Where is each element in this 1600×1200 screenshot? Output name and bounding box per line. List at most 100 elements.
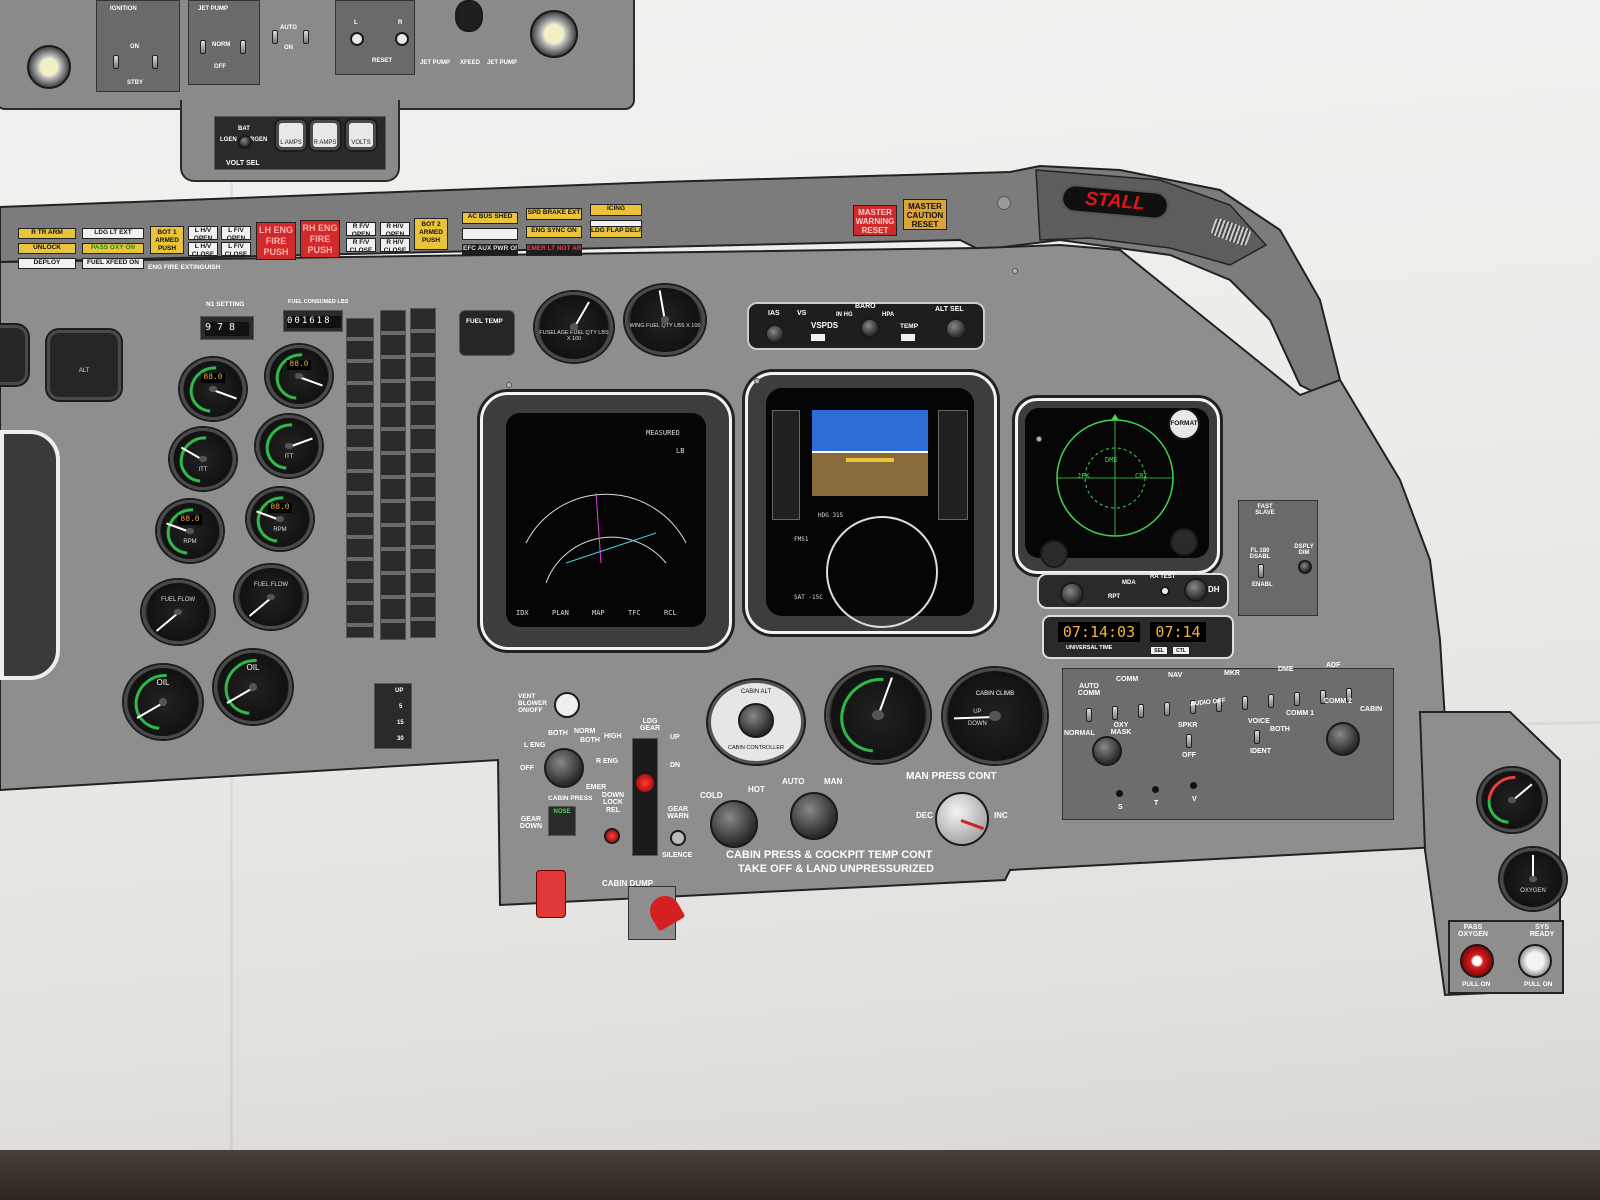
voice-label: VOICE [1248, 718, 1270, 725]
man-press-cont-label: MAN PRESS CONT [906, 771, 997, 782]
comm-selector-knob[interactable] [1326, 722, 1360, 756]
rmi-left-knob[interactable] [1040, 540, 1068, 568]
landing-gear-handle[interactable] [634, 772, 656, 794]
audio-switch-4[interactable] [1164, 702, 1170, 716]
ias-vs-knob[interactable] [765, 324, 785, 344]
audio-switch-9[interactable] [1294, 692, 1300, 706]
audio-switch-8[interactable] [1268, 694, 1274, 708]
rf-open-annunciator: R F/V OPEN [346, 222, 376, 236]
pass-oxygen-label: PASS OXYGEN [1458, 924, 1488, 939]
temp-button[interactable] [900, 333, 916, 342]
ias-label: IAS [768, 310, 780, 317]
jet-pump-left-label: JET PUMP [420, 60, 451, 66]
ignition-switch-left[interactable] [113, 55, 119, 69]
mfd-tab-tfc[interactable]: TFC [628, 609, 641, 617]
master-caution-reset-button[interactable]: MASTER CAUTION RESET [903, 199, 947, 230]
audio-adf-label: ADF [1326, 662, 1341, 669]
display-dim-knob[interactable] [1298, 560, 1312, 574]
sys-ready-pull-handle[interactable] [1518, 944, 1552, 978]
nose-label: NOSE [553, 809, 571, 815]
cabin-press-footer-1: CABIN PRESS & COCKPIT TEMP CONT [726, 849, 933, 861]
flaps-15-label: 15 [397, 720, 404, 726]
right-side-gauge [1478, 766, 1546, 834]
audio-dme-label: DME [1278, 666, 1294, 673]
audio-switch-11[interactable] [1346, 688, 1352, 702]
clock-ctl-button[interactable]: CTL [1172, 646, 1190, 655]
alt-sel-knob[interactable] [945, 318, 967, 340]
xfeed-selector-knob[interactable] [455, 0, 483, 32]
gear-warn-silence-button[interactable] [670, 830, 686, 846]
pass-oxygen-pull-on-label: PULL ON [1462, 981, 1491, 988]
bot1-armed-push-button[interactable]: BOT 1 ARMED PUSH [150, 226, 184, 254]
spkr-switch[interactable] [1186, 734, 1192, 748]
rmi-jfk-label: JFK [1077, 472, 1090, 480]
ignition-stby-label: STBY [127, 80, 144, 86]
voice-ident-switch[interactable] [1254, 730, 1260, 744]
volt-sel-knob[interactable] [238, 135, 252, 149]
panel-screw-4 [1012, 268, 1018, 274]
cabin-press-footer-2: TAKE OFF & LAND UNPRESSURIZED [738, 863, 934, 875]
cabin-dump-guard[interactable] [536, 870, 566, 918]
jet-pump-switch-left[interactable] [200, 40, 206, 54]
cabin-alt-label: CABIN ALT [740, 689, 772, 696]
audio-normal-oxy-knob[interactable] [1092, 736, 1122, 766]
audio-switch-5[interactable] [1190, 700, 1196, 714]
pfd-hsi [826, 516, 938, 628]
rpm-right-label: RPM [273, 526, 287, 533]
jet-pump-reset-left-button[interactable] [350, 32, 364, 46]
fl180-dsabl-label: FL 180 DSABL [1249, 548, 1271, 561]
man-press-cont-knob[interactable] [935, 792, 989, 846]
audio-switch-3[interactable] [1138, 704, 1144, 718]
down-lock-rel-label: DOWN LOCK REL [601, 792, 625, 814]
mfd-tab-plan[interactable]: PLAN [552, 609, 569, 617]
course-knob[interactable] [1060, 582, 1084, 606]
pass-oxygen-pull-handle[interactable] [1460, 944, 1494, 978]
deploy-annunciator: DEPLOY [18, 258, 76, 269]
audio-switch-10[interactable] [1320, 690, 1326, 704]
jet-pump-reset-right-button[interactable] [395, 32, 409, 46]
rmi-right-knob[interactable] [1170, 528, 1198, 556]
v-jack[interactable] [1190, 782, 1197, 789]
right-ignition-knob[interactable] [530, 10, 578, 58]
ra-test-button[interactable] [1160, 586, 1170, 596]
audio-switch-1[interactable] [1086, 708, 1092, 722]
s-jack[interactable] [1116, 790, 1123, 797]
lh-eng-fire-push-button[interactable]: LH ENG FIRE PUSH [256, 222, 296, 260]
fl180-switch[interactable] [1258, 564, 1264, 578]
left-ignition-knob[interactable] [27, 45, 71, 89]
baro-knob[interactable] [860, 318, 880, 338]
cockpit-temp-knob[interactable] [710, 800, 758, 848]
auto-man-knob[interactable] [790, 792, 838, 840]
mfd-tab-rcl[interactable]: RCL [664, 609, 677, 617]
volts-gauge: VOLTS [346, 120, 376, 150]
auto-switch-right[interactable] [303, 30, 309, 44]
audio-switch-7[interactable] [1242, 696, 1248, 710]
fuel-consumed-digits: 001618 [287, 316, 341, 328]
ignition-switch-right[interactable] [152, 55, 158, 69]
high-label: HIGH [604, 733, 622, 740]
jet-pump-switch-right[interactable] [240, 40, 246, 54]
cabin-dump-label: CABIN DUMP [602, 879, 654, 888]
audio-switch-6[interactable] [1216, 698, 1222, 712]
master-warning-reset-button[interactable]: MASTER WARNING RESET [853, 205, 897, 236]
mfd-tab-idx[interactable]: IDX [516, 609, 529, 617]
dsply-dim-label: DSPLY DIM [1294, 544, 1314, 557]
cabin-press-selector-knob[interactable] [544, 748, 584, 788]
t-jack[interactable] [1152, 786, 1159, 793]
cabin-controller-knob[interactable] [738, 703, 774, 738]
vspds-button[interactable] [810, 333, 826, 342]
left-instrument-partial [0, 325, 28, 385]
rh-eng-fire-push-button[interactable]: RH ENG FIRE PUSH [300, 220, 340, 258]
down-lock-rel-button[interactable] [604, 828, 620, 844]
auto-switch-left[interactable] [272, 30, 278, 44]
clock-sel-button[interactable]: SEL [1150, 646, 1168, 655]
bot2-armed-push-button[interactable]: BOT 2 ARMED PUSH [414, 218, 448, 250]
vent-blower-button[interactable] [554, 692, 580, 718]
audio-switch-2[interactable] [1112, 706, 1118, 720]
audio-auto-comm-label: AUTO COMM [1077, 683, 1101, 698]
mfd-tab-map[interactable]: MAP [592, 609, 605, 617]
lh-close-annunciator: L H/V CLOSE [188, 242, 218, 256]
oil-left-label: OIL [156, 677, 170, 687]
rmi-format-button[interactable]: FORMAT [1168, 408, 1200, 440]
dh-knob[interactable] [1184, 578, 1208, 602]
